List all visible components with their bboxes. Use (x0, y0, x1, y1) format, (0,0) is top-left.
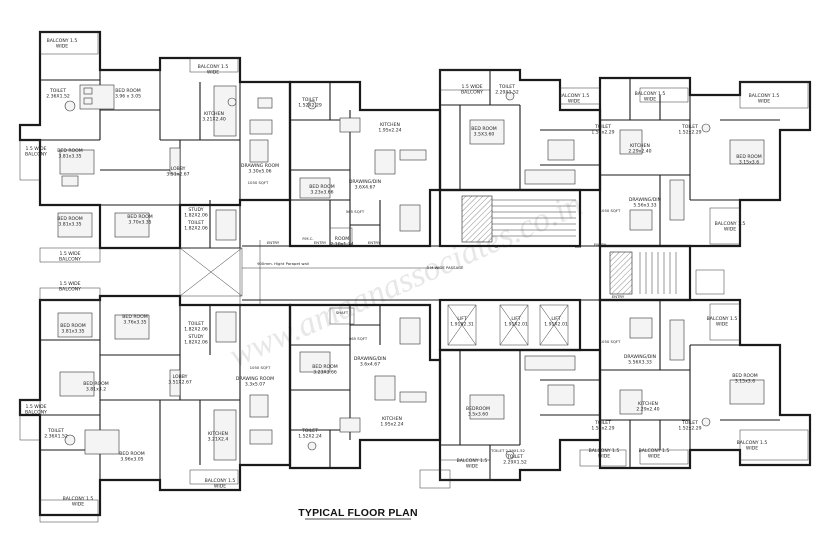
center-core (438, 188, 582, 352)
annotation-label: 565 SQFT (349, 336, 368, 341)
center-left-lower (288, 303, 442, 470)
left-wing-upper (18, 30, 292, 263)
center-right-upper (438, 68, 602, 192)
right-core (598, 244, 725, 302)
annotation-label: DN (575, 244, 581, 249)
center-left-upper (288, 80, 442, 248)
annotation-label: ENTRY (267, 240, 280, 245)
annotation-label: 1050 SQFT (600, 208, 621, 213)
annotation-label: 3 M WIDE PASSAGE (427, 265, 465, 270)
annotation-label: 1050 SQFT (600, 339, 621, 344)
annotation-label: 1050 SQFT (248, 180, 269, 185)
annotation-label: ENTRY (612, 294, 625, 299)
annotation-label: ENTRY (594, 242, 607, 247)
plan-title: TYPICAL FLOOR PLAN (298, 507, 418, 519)
right-wing-upper (559, 76, 812, 248)
annotation-label: ENTRY (368, 240, 381, 245)
center-right-lower (419, 348, 602, 489)
annotation-label: UP (494, 244, 500, 249)
annotation-label: TOILET 2.29X1.52 (490, 448, 526, 453)
annotation-label: 900mm. Hight Parapet wall (257, 261, 309, 266)
right-wing-lower (579, 298, 812, 470)
annotation-label: 565 SQFT (346, 209, 365, 214)
annotation-label: 1050 SQFT (250, 365, 271, 370)
left-core (179, 240, 261, 305)
annotation-label: ENTRY (314, 240, 327, 245)
annotation-label: SHAFT (336, 310, 349, 315)
annotation-label: P.M.C. (302, 236, 313, 241)
